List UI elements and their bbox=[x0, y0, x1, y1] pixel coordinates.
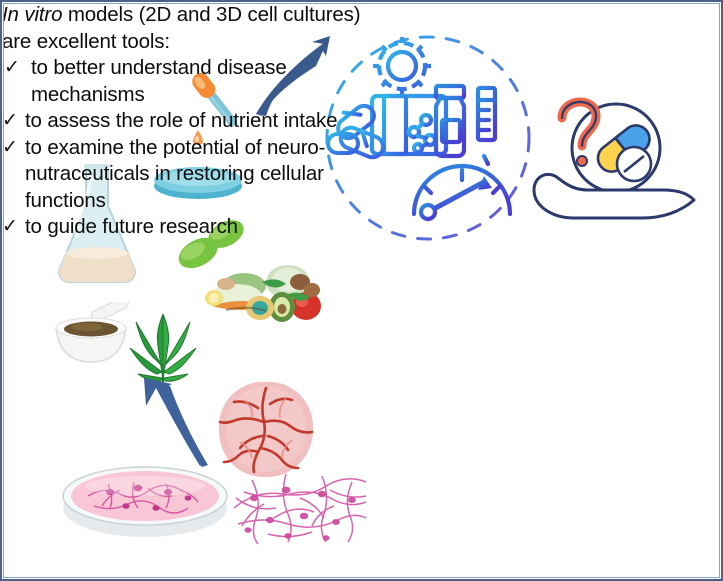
petri-dish-2d-neuron-culture bbox=[62, 466, 228, 537]
neural-network-cells bbox=[233, 473, 367, 545]
check-icon: ✓ bbox=[4, 57, 20, 78]
lead-paragraph: In vitro models (2D and 3D cell cultures… bbox=[2, 2, 374, 55]
pipette-with-droplet bbox=[192, 73, 238, 144]
check-icon: ✓ bbox=[2, 216, 18, 237]
list-item-label: to examine the potential of neuro-nutrac… bbox=[25, 135, 326, 212]
green-beans bbox=[178, 220, 244, 269]
list-item-label: to better understand disease mechanisms bbox=[31, 56, 287, 106]
gear-icon bbox=[373, 37, 431, 95]
check-icon: ✓ bbox=[2, 110, 18, 131]
benefits-list: ✓ to better understand disease mechanism… bbox=[2, 55, 374, 241]
list-item: ✓ to assess the role of nutrient intake bbox=[2, 108, 374, 135]
list-item: ✓ to examine the potential of neuro-nutr… bbox=[2, 135, 374, 215]
list-item: ✓ to guide future research bbox=[2, 214, 374, 241]
gauge-icon bbox=[411, 163, 513, 222]
description-text-panel: In vitro models (2D and 3D cell cultures… bbox=[2, 2, 374, 241]
list-item-label: to assess the role of nutrient intake bbox=[25, 109, 338, 132]
brain-organoid-3d-culture bbox=[218, 381, 314, 478]
hand-icon bbox=[532, 173, 696, 220]
curved-arrow-up-right bbox=[256, 36, 330, 116]
petri-dish-blue bbox=[154, 167, 242, 199]
list-item-label: to guide future research bbox=[25, 215, 238, 238]
check-icon: ✓ bbox=[2, 136, 18, 158]
tablet-icon bbox=[615, 145, 653, 183]
lead-italic-term: In vitro bbox=[2, 3, 63, 26]
arrow-up-left bbox=[144, 378, 208, 467]
erlenmeyer-flask bbox=[58, 164, 136, 283]
list-item: ✓ to better understand disease mechanism… bbox=[2, 55, 374, 108]
hand-holding-pills-question-icon bbox=[532, 97, 696, 220]
drug-discovery-icon-cluster bbox=[325, 35, 531, 241]
vial-syringe-icon bbox=[433, 71, 498, 167]
cannabis-leaf bbox=[129, 313, 197, 385]
mortar-and-pestle bbox=[55, 302, 129, 363]
lead-rest-text: models (2D and 3D cell cultures) are exc… bbox=[2, 3, 361, 53]
dashed-ring bbox=[325, 35, 531, 241]
vegetables-and-herbs-cluster bbox=[205, 265, 321, 322]
